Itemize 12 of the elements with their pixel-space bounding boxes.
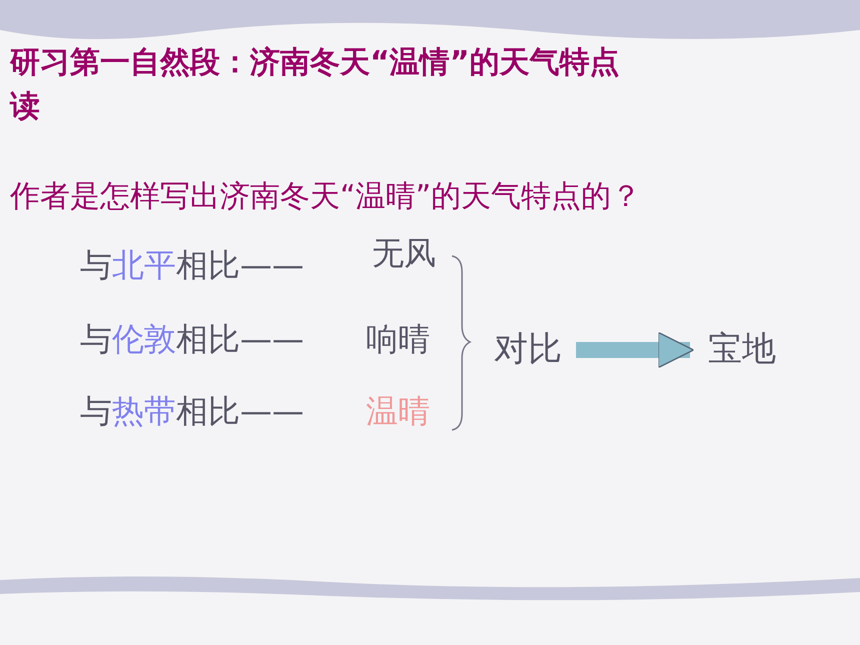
result-text: 宝地 bbox=[708, 326, 776, 372]
contrast-text: 对比 bbox=[494, 326, 562, 372]
question-text: 作者是怎样写出济南冬天“温晴”的天气特点的？ bbox=[10, 178, 642, 216]
comparison-text: 与伦敦相比—— bbox=[80, 319, 304, 360]
comparison-text: 与北平相比—— bbox=[80, 245, 304, 286]
answer-text: 无风 bbox=[372, 233, 436, 274]
slide-title-line: 读 bbox=[10, 88, 40, 126]
block-arrow bbox=[576, 332, 694, 368]
comparison-text: 与热带相比—— bbox=[80, 391, 304, 432]
answer-text: 温晴 bbox=[366, 391, 430, 432]
slide-title: 研习第一自然段：济南冬天“温情”的天气特点 bbox=[10, 44, 620, 82]
answer-text: 响晴 bbox=[366, 319, 430, 360]
